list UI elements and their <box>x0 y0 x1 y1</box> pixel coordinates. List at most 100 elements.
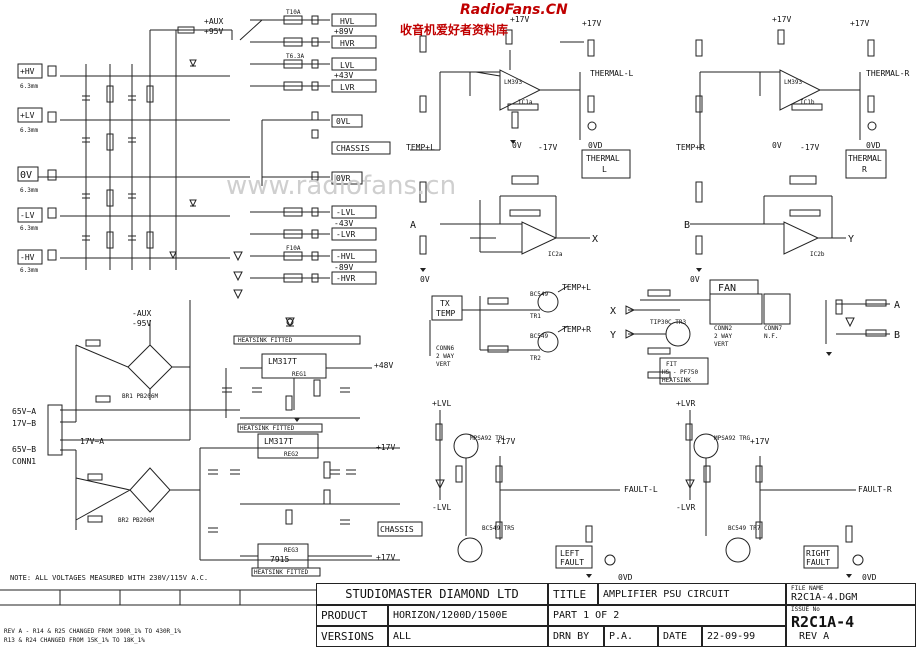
rail-minus-lv: -LV <box>20 211 35 220</box>
node-x-out: X <box>592 234 598 245</box>
fuse-t10a: T10A <box>286 9 301 16</box>
tr1-part: BC549 <box>530 291 548 298</box>
temp-r-label: TEMP+R <box>676 143 705 152</box>
fault-trl: MPSA92 TRL <box>470 435 507 442</box>
file-name: R2C1A-4.DGM <box>791 592 858 603</box>
file-name-label: FILE NAME <box>791 585 824 592</box>
conn6-2: 2 WAY <box>436 353 454 360</box>
out-hvl: HVL <box>340 17 355 26</box>
zerod-l: 0VD <box>588 141 603 150</box>
rail-fuse-nlv: 6.3mm <box>20 225 38 232</box>
out-lvl-volt: +43V <box>334 71 353 80</box>
br2: BR2 PB206M <box>118 517 155 524</box>
reg2-vout: +17V <box>376 443 395 452</box>
thermal-r-box-2: R <box>862 165 867 174</box>
fault-r-box-1: RIGHT <box>806 549 830 558</box>
versions-label: VERSIONS <box>316 626 388 647</box>
fault-zerod-l: 0VD <box>618 573 633 582</box>
product-label: PRODUCT <box>316 605 388 626</box>
rail-zero-v: 0V <box>20 170 32 181</box>
tx-in-17b: 17V~B <box>12 419 36 428</box>
thermal-l-out: THERMAL-L <box>590 69 634 78</box>
ic2b-label: IC2b <box>810 251 825 258</box>
tr3-label: TIP30C TR3 <box>650 319 687 326</box>
ic2a-label: IC2a <box>548 251 563 258</box>
out-nlvl: -LVL <box>336 208 355 217</box>
supply-n17-l: -17V <box>538 143 557 152</box>
tx-in-17a: 17V~A <box>80 437 104 446</box>
conn2-1: CONN2 <box>714 325 732 332</box>
reg3-part: 7915 <box>270 555 289 564</box>
issue-cell: ISSUE No R2C1A-4 REV A <box>786 605 916 647</box>
reg3-vout: +17V <box>376 553 395 562</box>
date-label: DATE <box>658 626 702 647</box>
ic1a-label: IC1a <box>518 99 533 106</box>
file-name-cell: FILE NAME R2C1A-4.DGM <box>786 583 916 605</box>
rail-plus-hv: +HV <box>20 67 35 76</box>
part-value: PART 1 OF 2 <box>548 605 786 626</box>
fault-17-r: +17V <box>750 437 769 446</box>
rev-value: REV A <box>799 631 830 642</box>
fan-y: Y <box>610 330 616 341</box>
out-hvr: HVR <box>340 39 355 48</box>
rail-minus-hv: -HV <box>20 253 35 262</box>
node-b-in: B <box>684 220 690 231</box>
out-nhvl: -HVL <box>336 252 355 261</box>
drn-label: DRN BY <box>548 626 604 647</box>
fit-1: FIT <box>666 361 677 368</box>
tx-temp-2: TEMP <box>436 309 455 318</box>
fault-r-box-2: FAULT <box>806 558 830 567</box>
product-value: HORIZON/1200D/1500E <box>388 605 548 626</box>
fan-x: X <box>610 306 616 317</box>
fan-b: B <box>894 330 900 341</box>
heatsink-reg3: HEATSINK FITTED <box>254 569 309 576</box>
fault-l-box-1: LEFT <box>560 549 579 558</box>
rail-fuse-lv: 6.3mm <box>20 127 38 134</box>
watermark-site: RadioFans.CN <box>460 2 568 18</box>
zero-l: 0V <box>512 141 522 150</box>
br1: BR1 PB206M <box>122 393 159 400</box>
conn7-1: CONN7 <box>764 325 782 332</box>
supply-17-r: +17V <box>772 15 791 24</box>
title-value: AMPLIFIER PSU CIRCUIT <box>598 583 786 605</box>
reg2-part: LM317T <box>264 437 293 446</box>
aux-pos-voltage: +95V <box>204 27 223 36</box>
fault-r-out: FAULT-R <box>858 485 892 494</box>
rail-fuse-nhv: 6.3mm <box>20 267 38 274</box>
lm393-r: LM393 <box>784 79 802 86</box>
reg3-ref: REG3 <box>284 547 299 554</box>
zero-ic2a: 0V <box>420 275 430 284</box>
out-lvl: LVL <box>340 61 355 70</box>
aux-pos-label: +AUX <box>204 17 223 26</box>
fault-plus-lvr: +LVR <box>676 399 695 408</box>
rail-fuse-0v: 6.3mm <box>20 187 38 194</box>
fan-label: FAN <box>718 283 736 294</box>
tx-in-65a: 65V~A <box>12 407 36 416</box>
node-a-in: A <box>410 220 416 231</box>
thermal-l-box-2: L <box>602 165 607 174</box>
aux-neg-voltage: -95V <box>132 319 151 328</box>
conn2-3: VERT <box>714 341 729 348</box>
title-label: TITLE <box>548 583 598 605</box>
supply-17-l2: +17V <box>582 19 601 28</box>
tx-in-65b: 65V~B <box>12 445 36 454</box>
tr2-label: TR2 <box>530 355 541 362</box>
reg1-part: LM317T <box>268 357 297 366</box>
fault-tr7: BC549 TR7 <box>728 525 761 532</box>
rail-plus-lv: +LV <box>20 111 35 120</box>
out-nlvr: -LVR <box>336 230 355 239</box>
temp-r-dest: TEMP+R <box>562 325 591 334</box>
thermal-l-box-1: THERMAL <box>586 154 620 163</box>
thermal-r-box-1: THERMAL <box>848 154 882 163</box>
fault-trg: MPSA92 TRG <box>714 435 751 442</box>
node-y-out: Y <box>848 234 854 245</box>
zero-r: 0V <box>772 141 782 150</box>
out-lvr: LVR <box>340 83 355 92</box>
fit-2: HS - PF750 <box>662 369 699 376</box>
drn-value: P.A. <box>604 626 658 647</box>
reg2-ref: REG2 <box>284 451 299 458</box>
out-hvl-volt: +89V <box>334 27 353 36</box>
ic1b-label: IC1b <box>800 99 815 106</box>
out-0vr: 0VR <box>336 174 351 183</box>
